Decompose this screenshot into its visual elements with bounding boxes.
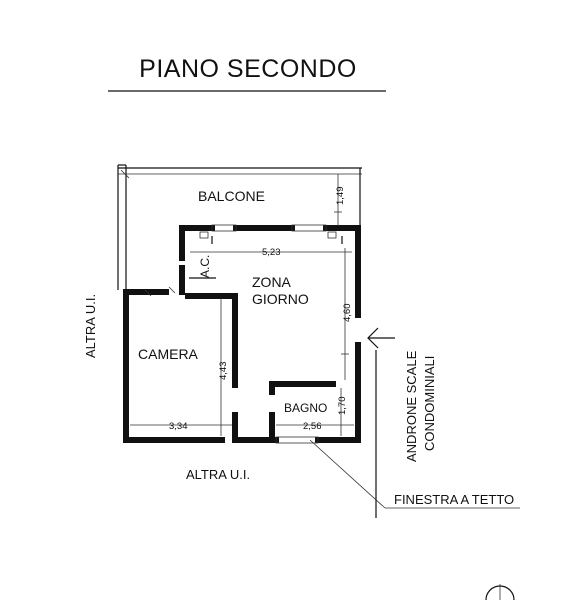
label-finestra: FINESTRA A TETTO [394,492,514,507]
label-camera: CAMERA [138,346,199,362]
dim-balcone: 1,49 [335,187,346,206]
dim-camera-width: 3,34 [169,421,188,432]
entrance-arrow-icon [367,327,395,518]
dim-camera-depth: 4,43 [218,362,229,381]
label-altra-ui-left: ALTRA U.I. [83,294,98,358]
finestra-leader [309,439,520,509]
label-altra-ui-bottom: ALTRA U.I. [186,467,250,482]
dimension-lines [130,174,354,436]
label-balcone: BALCONE [198,188,265,204]
dim-zona-width: 5,23 [262,247,281,258]
label-zona-line2: GIORNO [252,291,309,307]
label-androne-line1: ANDRONE SCALE [404,350,419,462]
dim-bagno-width: 2,56 [303,421,322,432]
dim-bagno-depth: 1,70 [337,397,348,416]
label-ac: A.C. [198,255,212,278]
walls [123,225,361,443]
north-arrow-icon [485,584,515,600]
label-androne-line2: CONDOMINIALI [422,356,437,451]
dim-zona-depth: 4,60 [342,304,353,323]
window-symbols [199,224,343,444]
label-bagno: BAGNO [284,401,327,415]
tick-marks [120,169,176,297]
label-zona-line1: ZONA [252,274,292,290]
balcony-outline [117,164,362,290]
plan-title: PIANO SECONDO [139,55,357,83]
